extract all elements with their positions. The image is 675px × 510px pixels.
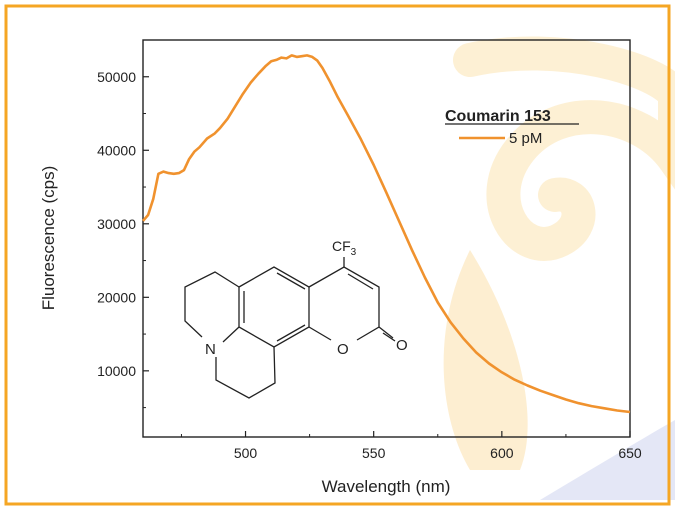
y-axis-label: Fluorescence (cps): [39, 166, 58, 311]
ring-oxygen-label: O: [337, 341, 349, 358]
y-tick-label: 40000: [97, 142, 136, 158]
x-tick-label: 550: [362, 445, 386, 461]
x-axis-ticks: 500 550 600 650: [180, 431, 642, 461]
plot-area-frame: [142, 39, 631, 438]
pyranone-ring: [308, 266, 380, 316]
watermark-blue-stripe: [540, 420, 675, 500]
cf3-label: CF3: [332, 238, 357, 258]
x-tick-label: 600: [490, 445, 514, 461]
watermark-swirl: [453, 36, 675, 261]
y-tick-label: 20000: [97, 289, 136, 305]
y-tick-label: 50000: [97, 69, 136, 85]
x-tick-label: 500: [234, 445, 258, 461]
julolidine-ring-lower: [215, 346, 276, 399]
julolidine-ring-upper: [184, 271, 240, 338]
legend-title: Coumarin 153: [445, 108, 551, 125]
legend-label-5pm: 5 pM: [509, 130, 542, 147]
benzene-ring: [238, 266, 310, 348]
y-tick-label: 10000: [97, 363, 136, 379]
coumarin-153-structure: [184, 257, 396, 399]
y-axis-ticks: 10000 20000 30000 40000 50000: [97, 69, 149, 409]
legend: Coumarin 153 5 pM: [445, 108, 579, 147]
series-line-5pm: [142, 54, 631, 414]
carbonyl-oxygen-label: O: [396, 337, 408, 354]
y-tick-label: 30000: [97, 216, 136, 232]
nitrogen-label: N: [205, 341, 216, 358]
outer-border: [4, 4, 671, 506]
x-tick-label: 650: [618, 445, 642, 461]
x-axis-label: Wavelength (nm): [322, 477, 451, 496]
